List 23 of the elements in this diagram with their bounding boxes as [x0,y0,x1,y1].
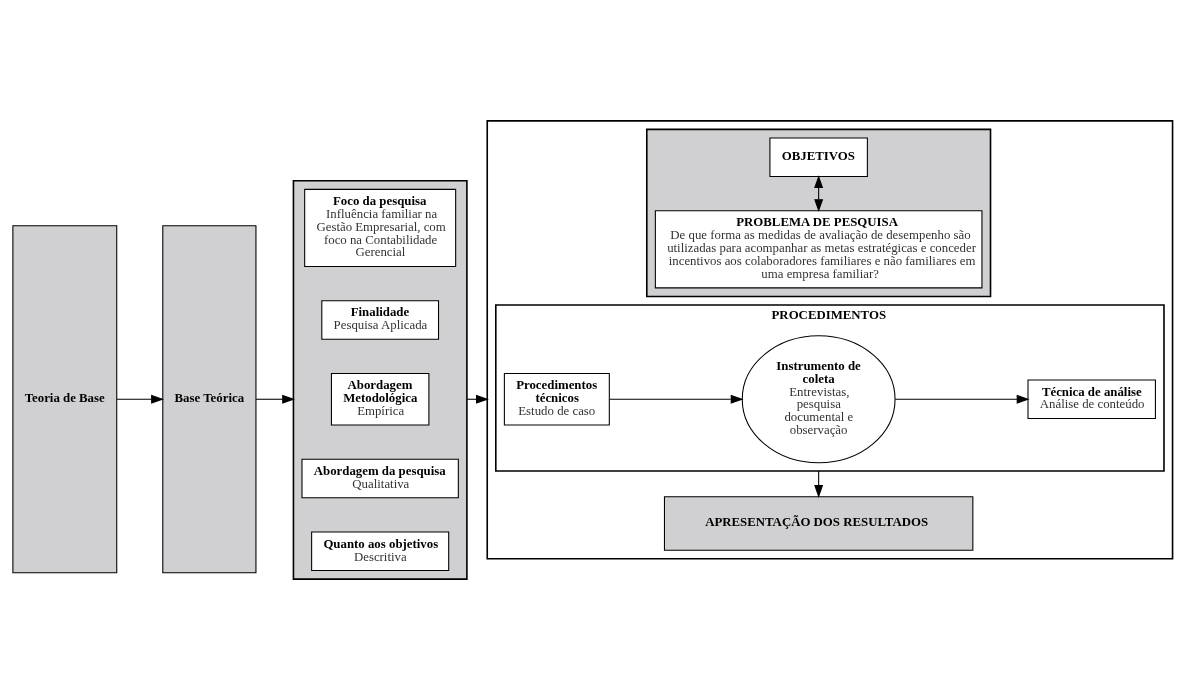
arrow [894,394,1030,404]
node-box: Quanto aos objetivos Descritiva [311,531,450,572]
arrow [116,394,164,404]
node-box: Técnica de análise Análise de conteúdo [1027,379,1156,420]
cluster [486,120,1174,560]
cluster [292,180,468,580]
arrow [609,394,744,404]
node-box: Teoria de Base [12,225,118,574]
node-box: Base Teórica [162,225,257,574]
node-ellipse: Instrumento de coleta Entrevistas, pesquisa documental e observação [741,335,896,464]
arrow [466,394,489,404]
arrow [255,394,296,404]
arrow [814,470,824,498]
node-box: OBJETIVOS [769,137,868,178]
node-box: Foco da pesquisa Influência familiar na Gestão Empresarial, com foco na Contabilidade Gerencial [304,188,457,267]
node-box: PROBLEMA DE PESQUISA De que forma as medidas de avaliação de desempenho são utilizadas para acompanhar as metas estratégicas e conceder incentivos aos colaboradores familiares e não familiares em uma empresa familiar? [654,210,983,289]
node-box: Abordagem da pesquisa Qualitativa [301,458,459,499]
node-box: APRESENTAÇÃO DOS RESULTADOS [663,496,974,551]
arrow [814,175,824,213]
cluster [646,128,992,298]
node-box: Finalidade Pesquisa Aplicada [321,300,440,340]
node-box: Abordagem Metodológica Empírica [330,373,430,426]
node-box: Procedimentos técnicos Estudo de caso [503,373,610,426]
